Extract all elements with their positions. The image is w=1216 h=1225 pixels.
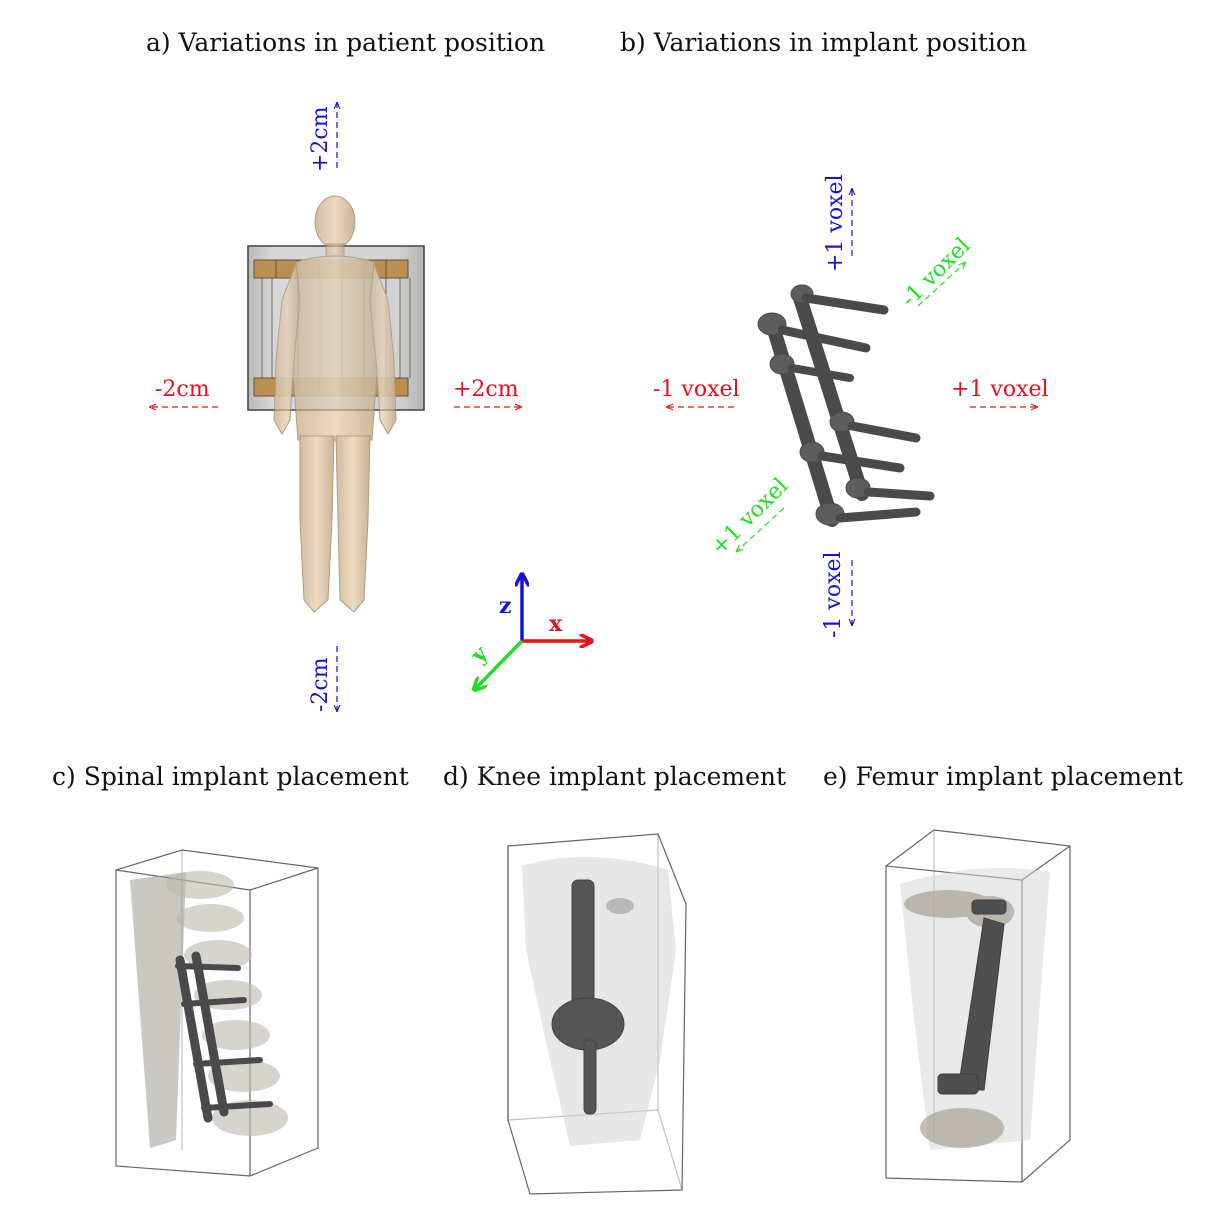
implant-label-up: +1 voxel <box>823 174 848 272</box>
implant-label-back: -1 voxel <box>897 233 976 312</box>
panel-a-title: a) Variations in patient position <box>146 28 546 57</box>
axis-z-label: z <box>499 593 512 619</box>
axis-y-arrow <box>474 639 524 690</box>
offset-label-up: +2cm <box>308 106 333 172</box>
patient-panel: +2cm -2cm -2cm +2cm <box>149 102 522 712</box>
implant-label-right: +1 voxel <box>951 377 1049 402</box>
implant-arrow-back <box>917 262 966 307</box>
patella <box>606 898 634 914</box>
axis-x-label: x <box>549 611 563 637</box>
axis-y-label: y <box>465 640 494 669</box>
spine-soft-tissue <box>130 872 186 1148</box>
knee-placement-view <box>507 833 687 1195</box>
spinal-placement-view <box>115 849 319 1177</box>
offset-label-left: -2cm <box>155 377 210 402</box>
scanner-gantry-front <box>247 245 425 411</box>
offset-label-down: -2cm <box>308 657 333 712</box>
panel-d-title: d) Knee implant placement <box>443 762 787 791</box>
human-phantom <box>273 195 397 613</box>
spine-implant-rods <box>175 951 273 1123</box>
implant-arrow-front <box>736 507 785 552</box>
panel-c-title: c) Spinal implant placement <box>52 762 409 791</box>
implant-label-front: +1 voxel <box>707 474 794 561</box>
offset-label-right: +2cm <box>453 377 519 402</box>
femur-implant <box>937 899 1007 1095</box>
spinal-implant-model <box>757 284 935 527</box>
femur-placement-view <box>885 829 1071 1183</box>
implant-panel: +1 voxel -1 voxel -1 voxel +1 voxel -1 v… <box>653 174 1049 638</box>
knee-implant <box>551 879 625 1115</box>
coordinate-axes: z x y <box>465 574 592 690</box>
panel-e-title: e) Femur implant placement <box>823 762 1184 791</box>
implant-label-left: -1 voxel <box>653 377 740 402</box>
panel-b-title: b) Variations in implant position <box>620 28 1028 57</box>
implant-label-down: -1 voxel <box>821 551 846 638</box>
